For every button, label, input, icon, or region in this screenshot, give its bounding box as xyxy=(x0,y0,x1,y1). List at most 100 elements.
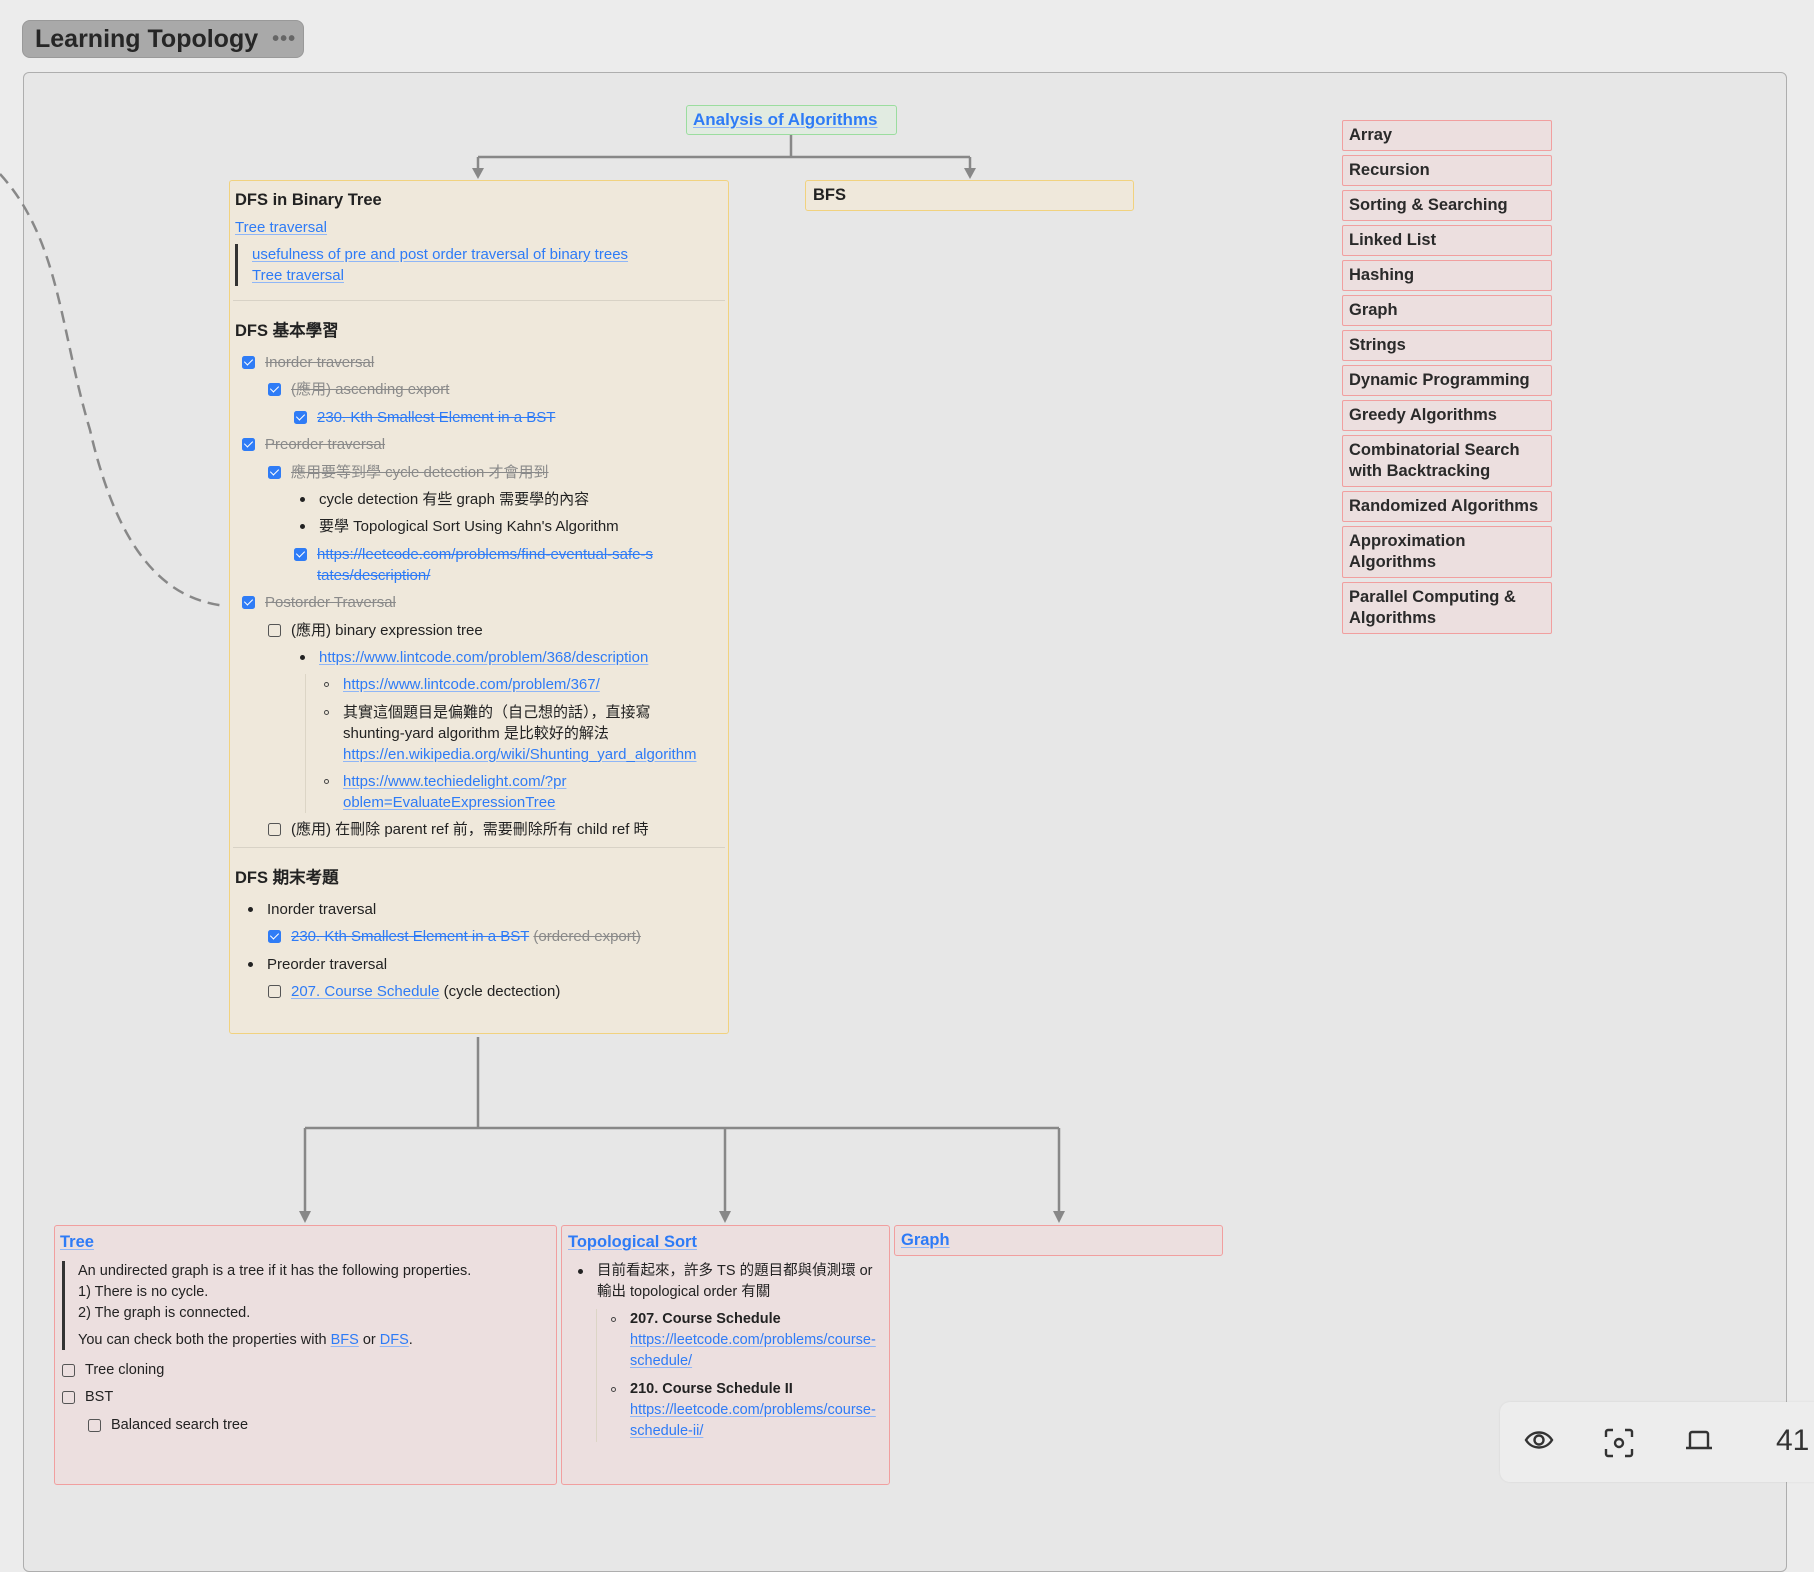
checkbox-checked[interactable] xyxy=(294,410,307,424)
topic-recursion[interactable]: Recursion xyxy=(1342,155,1552,186)
circle-bullet-icon xyxy=(324,779,329,785)
topic-list: Array Recursion Sorting & Searching Link… xyxy=(1342,120,1552,634)
dfs-final-heading: DFS 期末考題 xyxy=(235,868,339,887)
circle-bullet-icon xyxy=(611,1386,616,1392)
list-text: 要學 Topological Sort Using Kahn's Algorit… xyxy=(319,518,619,536)
node-bfs[interactable]: BFS xyxy=(805,180,1134,211)
checkbox-checked[interactable] xyxy=(268,465,281,479)
topic-backtracking[interactable]: Combinatorial Search with Backtracking xyxy=(1342,435,1552,487)
tree-title-link[interactable]: Tree xyxy=(60,1233,94,1251)
list-link[interactable]: https://www.lintcode.com/problem/368/des… xyxy=(319,648,649,666)
checkbox-checked[interactable] xyxy=(268,383,281,397)
problem-link[interactable]: https://leetcode.com/problems/course-sch… xyxy=(630,1332,876,1370)
task-label: (應用) ascending export xyxy=(291,381,450,399)
topic-sorting-searching[interactable]: Sorting & Searching xyxy=(1342,190,1552,221)
topic-linked-list[interactable]: Linked List xyxy=(1342,225,1552,256)
quote-line: 1) There is no cycle. xyxy=(78,1284,209,1300)
topic-parallel[interactable]: Parallel Computing & Algorithms xyxy=(1342,582,1552,634)
quote-line: An undirected graph is a tree if it has … xyxy=(78,1263,472,1279)
list-link[interactable]: https://www.lintcode.com/problem/367/ xyxy=(343,676,600,694)
checkbox-checked[interactable] xyxy=(242,596,255,610)
divider xyxy=(233,300,725,301)
task-item: 207. Course Schedule (cycle dectection) xyxy=(268,981,724,1002)
node-dfs-binary-tree[interactable]: DFS in Binary Tree Tree traversal useful… xyxy=(229,180,729,1034)
task-link[interactable]: 230. Kth Smallest Element in a BST xyxy=(291,928,530,946)
task-item: (應用) binary expression tree xyxy=(268,620,724,641)
bullet-icon xyxy=(578,1269,583,1274)
node-graph[interactable]: Graph xyxy=(894,1225,1223,1256)
list-item: 其實這個題目是偏難的（自己想的話），直接寫 shunting-yard algo… xyxy=(318,702,724,765)
list-link[interactable]: https://en.wikipedia.org/wiki/Shunting_y… xyxy=(343,745,697,763)
quote-line: 2) The graph is connected. xyxy=(78,1305,251,1321)
topic-dynamic-programming[interactable]: Dynamic Programming xyxy=(1342,365,1552,396)
task-item: BST xyxy=(62,1387,551,1408)
ellipsis-icon[interactable]: ••• xyxy=(272,27,297,50)
list-item: https://www.techiedelight.com/?problem=E… xyxy=(318,771,724,813)
topo-title-link[interactable]: Topological Sort xyxy=(568,1233,697,1251)
circle-bullet-icon xyxy=(324,709,329,715)
task-label: Tree cloning xyxy=(85,1362,165,1378)
topic-randomized[interactable]: Randomized Algorithms xyxy=(1342,491,1552,522)
count-readout: 41 xyxy=(1776,1424,1810,1457)
usefulness-link[interactable]: usefulness of pre and post order travers… xyxy=(252,246,629,263)
checkbox-unchecked[interactable] xyxy=(62,1391,75,1405)
task-link[interactable]: 230. Kth Smallest Element in a BST xyxy=(317,408,556,426)
checkbox-unchecked[interactable] xyxy=(268,985,281,999)
circle-bullet-icon xyxy=(324,682,329,688)
bullet-icon xyxy=(300,496,305,502)
tree-traversal-link[interactable]: Tree traversal xyxy=(235,219,327,236)
task-item: 230. Kth Smallest Element in a BST xyxy=(294,407,724,428)
topic-greedy[interactable]: Greedy Algorithms xyxy=(1342,400,1552,431)
topic-strings[interactable]: Strings xyxy=(1342,330,1552,361)
page-title-pill[interactable]: Learning Topology ••• xyxy=(22,20,304,58)
task-label: Inorder traversal xyxy=(265,354,375,371)
list-link[interactable]: https://www.techiedelight.com/?problem=E… xyxy=(343,773,567,812)
nested-list: https://www.lintcode.com/problem/367/ 其實… xyxy=(305,674,724,814)
bullet-icon xyxy=(300,654,305,660)
bullet-icon xyxy=(248,906,253,912)
topic-hashing[interactable]: Hashing xyxy=(1342,260,1552,291)
topic-approximation[interactable]: Approximation Algorithms xyxy=(1342,526,1552,578)
circle-bullet-icon xyxy=(611,1317,616,1323)
topic-graph[interactable]: Graph xyxy=(1342,295,1552,326)
list-text: Inorder traversal xyxy=(267,900,377,918)
task-item: Balanced search tree xyxy=(88,1415,551,1436)
checkbox-checked[interactable] xyxy=(294,547,307,561)
checkbox-unchecked[interactable] xyxy=(88,1418,101,1432)
list-item: https://www.lintcode.com/problem/367/ xyxy=(318,674,724,695)
checkbox-unchecked[interactable] xyxy=(268,823,281,837)
tree-traversal-link-2[interactable]: Tree traversal xyxy=(252,267,344,284)
checkbox-checked[interactable] xyxy=(242,356,255,369)
dfs-basics-heading: DFS 基本學習 xyxy=(235,322,339,340)
list-item: cycle detection 有些 graph 需要學的內容 xyxy=(294,489,724,510)
laptop-icon[interactable] xyxy=(1684,1428,1714,1458)
analysis-link[interactable]: Analysis of Algorithms xyxy=(693,110,878,129)
task-link[interactable]: 207. Course Schedule xyxy=(291,983,440,1001)
graph-title-link[interactable]: Graph xyxy=(901,1231,950,1249)
topic-array[interactable]: Array xyxy=(1342,120,1552,151)
node-tree[interactable]: Tree An undirected graph is a tree if it… xyxy=(54,1225,557,1485)
checkbox-unchecked[interactable] xyxy=(62,1364,75,1377)
task-label: 應用要等到學 cycle detection 才會用到 xyxy=(291,463,549,481)
checkbox-unchecked[interactable] xyxy=(268,623,281,637)
checkbox-checked[interactable] xyxy=(268,930,281,944)
node-analysis-of-algorithms[interactable]: Analysis of Algorithms xyxy=(686,105,897,135)
problem-link[interactable]: https://leetcode.com/problems/course-sch… xyxy=(630,1401,876,1439)
task-item: (應用) 在刪除 parent ref 前，需要刪除所有 child ref 時 xyxy=(268,819,724,840)
divider xyxy=(233,846,725,848)
checkbox-checked[interactable] xyxy=(242,438,255,452)
dfs-link[interactable]: DFS xyxy=(379,1332,409,1348)
node-topological-sort[interactable]: Topological Sort 目前看起來，許多 TS 的題目都與偵測環 or… xyxy=(561,1225,890,1485)
eye-icon[interactable] xyxy=(1524,1428,1554,1452)
focus-icon[interactable] xyxy=(1604,1428,1634,1458)
task-label: (應用) 在刪除 parent ref 前，需要刪除所有 child ref 時 xyxy=(291,821,649,839)
task-link[interactable]: https://leetcode.com/problems/find-event… xyxy=(317,545,653,584)
quote-block: usefulness of pre and post order travers… xyxy=(235,244,724,286)
task-item: Tree cloning xyxy=(62,1360,551,1381)
task-item: Preorder traversal xyxy=(242,434,724,455)
task-note: (cycle dectection) xyxy=(443,983,561,1001)
list-item: 目前看起來，許多 TS 的題目都與偵測環 or 輸出 topological o… xyxy=(568,1261,883,1303)
bfs-link[interactable]: BFS xyxy=(330,1332,359,1348)
